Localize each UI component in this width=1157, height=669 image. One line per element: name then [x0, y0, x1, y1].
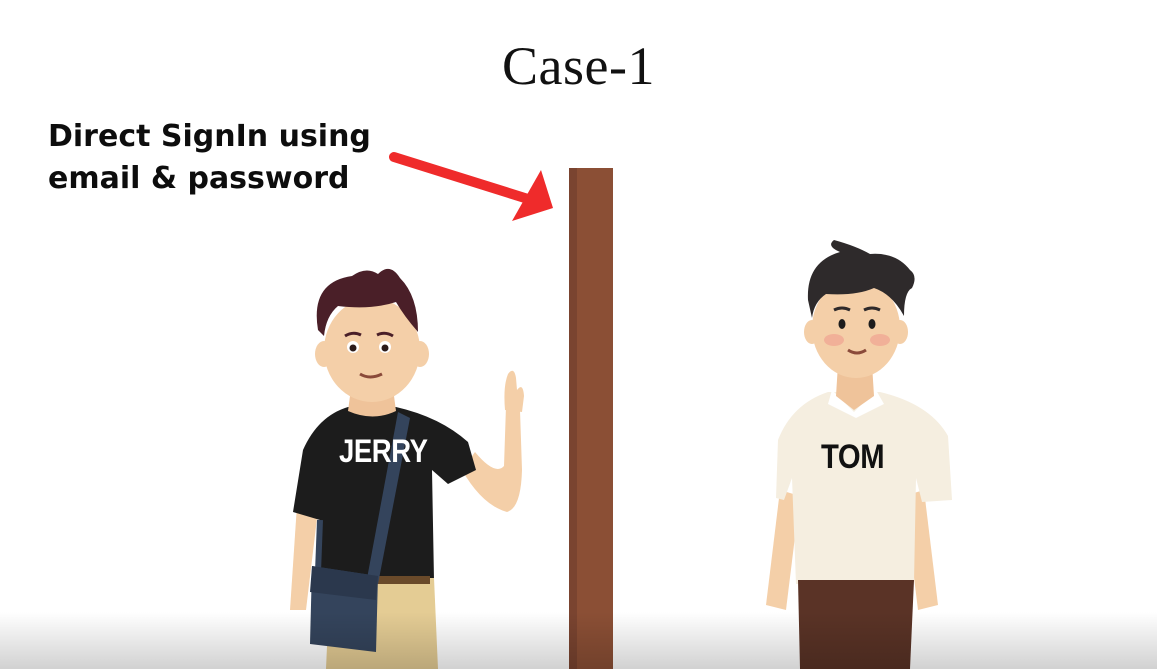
callout-line-2: email & password — [48, 161, 350, 196]
tom-shirt-label: TOM — [821, 438, 885, 476]
callout-text: Direct SignIn using email & password — [48, 116, 408, 200]
callout-line-1: Direct SignIn using — [48, 119, 371, 154]
tom-character — [766, 240, 952, 669]
red-arrow-icon — [389, 152, 553, 221]
jerry-shirt-label: JERRY — [339, 433, 428, 469]
slide-title: Case-1 — [502, 36, 655, 96]
jerry-character — [290, 268, 524, 669]
